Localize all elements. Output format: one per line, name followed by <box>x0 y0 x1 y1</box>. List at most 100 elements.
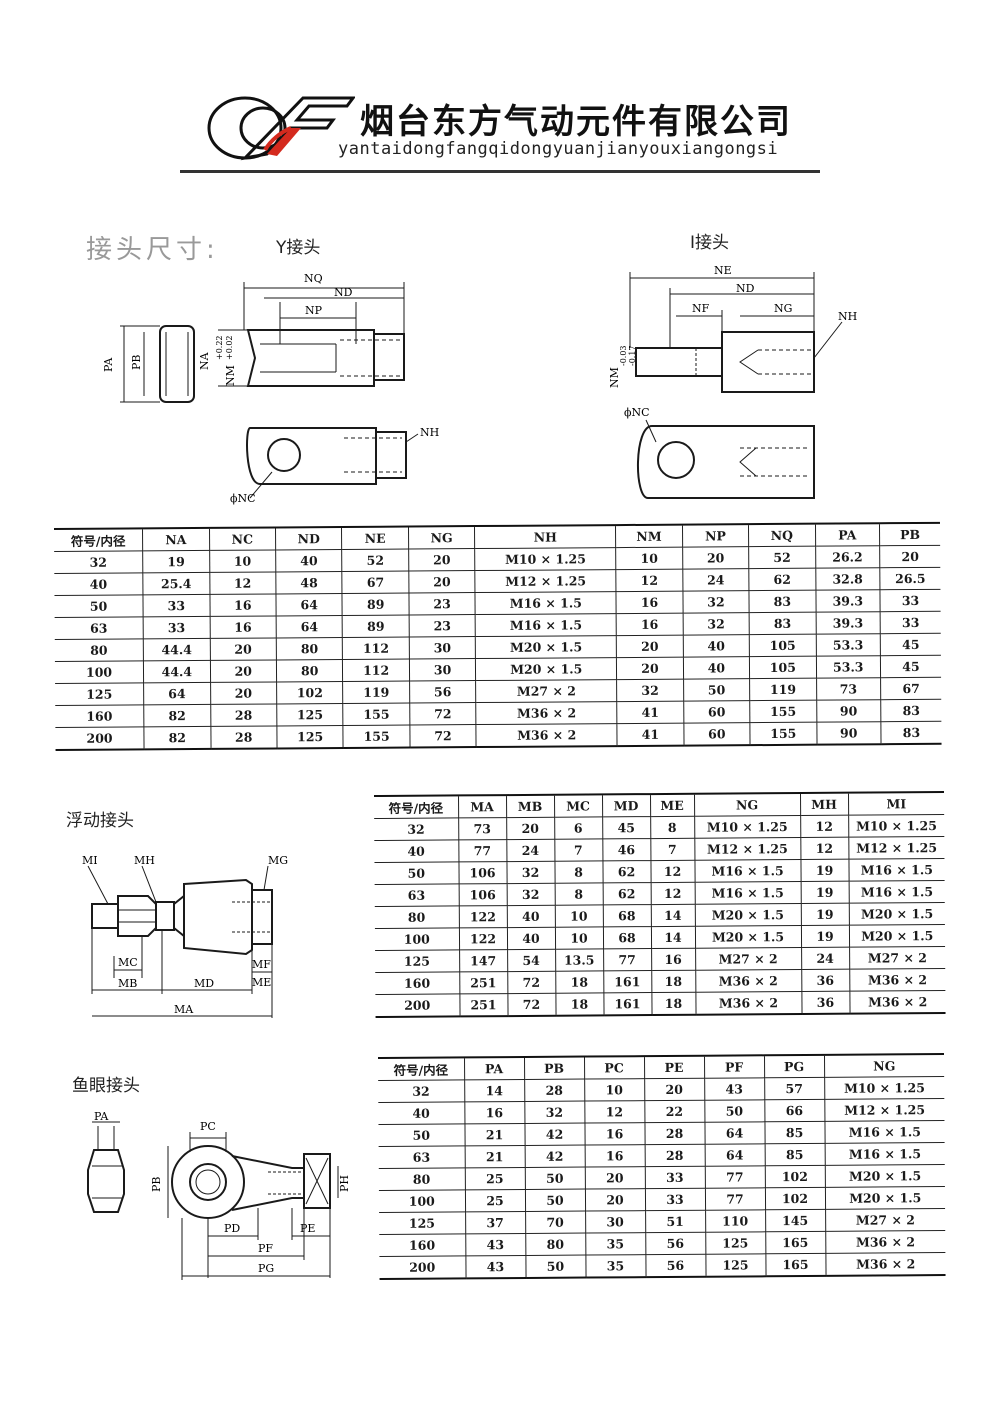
table-cell: 50 <box>54 594 144 618</box>
table-cell: 20 <box>210 681 277 705</box>
table-cell: 112 <box>342 659 410 682</box>
table-cell: 28 <box>210 725 278 749</box>
table-cell: 64 <box>276 615 343 638</box>
column-header: PG <box>763 1054 825 1078</box>
table-cell: 32 <box>506 883 555 906</box>
table-cell: 10 <box>554 904 603 928</box>
table-cell: 19 <box>800 903 849 926</box>
table-cell: 20 <box>209 637 277 661</box>
table-cell: 19 <box>142 550 210 573</box>
table-cell: 125 <box>375 949 460 973</box>
table-cell: 20 <box>644 1078 705 1101</box>
table-cell: 53.3 <box>815 633 881 657</box>
table-cell: 20 <box>616 635 684 658</box>
table-cell: 16 <box>584 1122 645 1146</box>
dim-nh: NH <box>420 426 439 439</box>
table-cell: 33 <box>879 589 941 612</box>
table-cell: 200 <box>55 726 145 750</box>
table-cell: 45 <box>602 816 651 839</box>
table-cell: 85 <box>764 1143 825 1166</box>
table-cell: 48 <box>275 571 343 594</box>
table-cell: 125 <box>379 1211 466 1235</box>
table-cell: 43 <box>704 1077 765 1101</box>
table-cell: 62 <box>602 860 651 883</box>
dim-ph: PH <box>338 1175 351 1192</box>
table-cell: 72 <box>507 993 556 1017</box>
table-cell: 77 <box>704 1165 765 1189</box>
i-joint-drawing: NE ND NF NG NH NM -0.03 -0.17 ϕNC <box>608 264 857 499</box>
table-cell: M10 × 1.25 <box>474 547 617 571</box>
table-cell: 72 <box>409 724 477 748</box>
table-cell: 6 <box>554 816 603 840</box>
company-name-en: yantaidongfangqidongyuanjianyouxiangongs… <box>338 139 779 159</box>
table-cell: 36 <box>801 991 850 1015</box>
table-cell: 33 <box>644 1166 705 1189</box>
table-cell: 50 <box>525 1255 586 1278</box>
table-cell: 57 <box>764 1077 825 1100</box>
table-cell: 28 <box>524 1079 585 1102</box>
section-title: 接头尺寸: <box>86 235 219 265</box>
table-cell: M36 × 2 <box>849 990 946 1014</box>
column-header: NH <box>474 525 616 549</box>
table-cell: 60 <box>683 722 751 746</box>
table-cell: 50 <box>524 1189 586 1212</box>
table-cell: 39.3 <box>815 589 881 613</box>
fisheye-joint-drawing: PA PB PC PD PE PF PG PH <box>87 1110 351 1280</box>
table-cell: 165 <box>765 1231 826 1254</box>
dim-mi: MI <box>82 854 98 867</box>
table-cell: 40 <box>682 634 750 658</box>
table-cell: 16 <box>651 948 696 971</box>
table-cell: 20 <box>408 570 476 594</box>
dim-ng: NG <box>774 302 792 315</box>
table-cell: 43 <box>465 1233 526 1256</box>
table-cell: 64 <box>143 682 211 705</box>
table-cell: 83 <box>880 721 942 745</box>
table-cell: 106 <box>458 861 507 884</box>
table-cell: M16 × 1.5 <box>694 859 801 883</box>
table-cell: 40 <box>506 905 555 928</box>
table-cell: 25.4 <box>142 572 210 595</box>
table-cell: M16 × 1.5 <box>824 1142 945 1166</box>
column-header: MB <box>506 794 555 818</box>
table-cell: M12 × 1.25 <box>848 836 945 860</box>
table-cell: 73 <box>816 677 881 701</box>
table-cell: 40 <box>54 572 144 596</box>
table-cell: 165 <box>765 1253 826 1277</box>
table-cell: 16 <box>616 591 683 614</box>
table-cell: 32 <box>682 612 750 636</box>
table-cell: 105 <box>749 656 817 679</box>
table-cell: M12 × 1.25 <box>694 837 801 861</box>
dim-mc: MC <box>118 956 138 969</box>
table-cell: 44.4 <box>143 638 210 661</box>
table-cell: 39.3 <box>815 611 881 635</box>
dim-pf: PF <box>258 1242 273 1255</box>
table-cell: 251 <box>459 971 508 994</box>
y-joint-drawing: NQ ND NP PA PB NA NM +0.22 +0.02 NH ϕNC <box>102 272 439 505</box>
dim-pe: PE <box>300 1222 315 1235</box>
table-cell: 14 <box>650 926 696 949</box>
dim-mh: MH <box>134 854 155 867</box>
table-cell: 35 <box>585 1232 646 1256</box>
column-header: PA <box>815 523 880 547</box>
dim-mf: MF <box>252 958 271 971</box>
column-header: 符号/内径 <box>54 528 143 552</box>
table-cell: M27 × 2 <box>825 1208 946 1232</box>
table-cell: 160 <box>379 1233 466 1257</box>
table-cell: 110 <box>705 1209 766 1233</box>
table-cell: 62 <box>748 568 816 591</box>
table-cell: 12 <box>800 815 849 838</box>
table-cell: 63 <box>374 883 459 907</box>
column-header: MI <box>847 792 945 816</box>
column-header: 符号/内径 <box>374 795 459 819</box>
table-cell: 122 <box>458 905 507 928</box>
column-header: MC <box>554 794 603 818</box>
table-cell: 18 <box>555 992 604 1016</box>
table-cell: 40 <box>506 927 556 950</box>
table-cell: 12 <box>584 1100 645 1124</box>
y-joint-label: Y接头 <box>276 238 321 258</box>
table-cell: 64 <box>275 593 343 616</box>
table-cell: 50 <box>524 1167 585 1190</box>
dim-nm-i: NM <box>608 367 621 388</box>
